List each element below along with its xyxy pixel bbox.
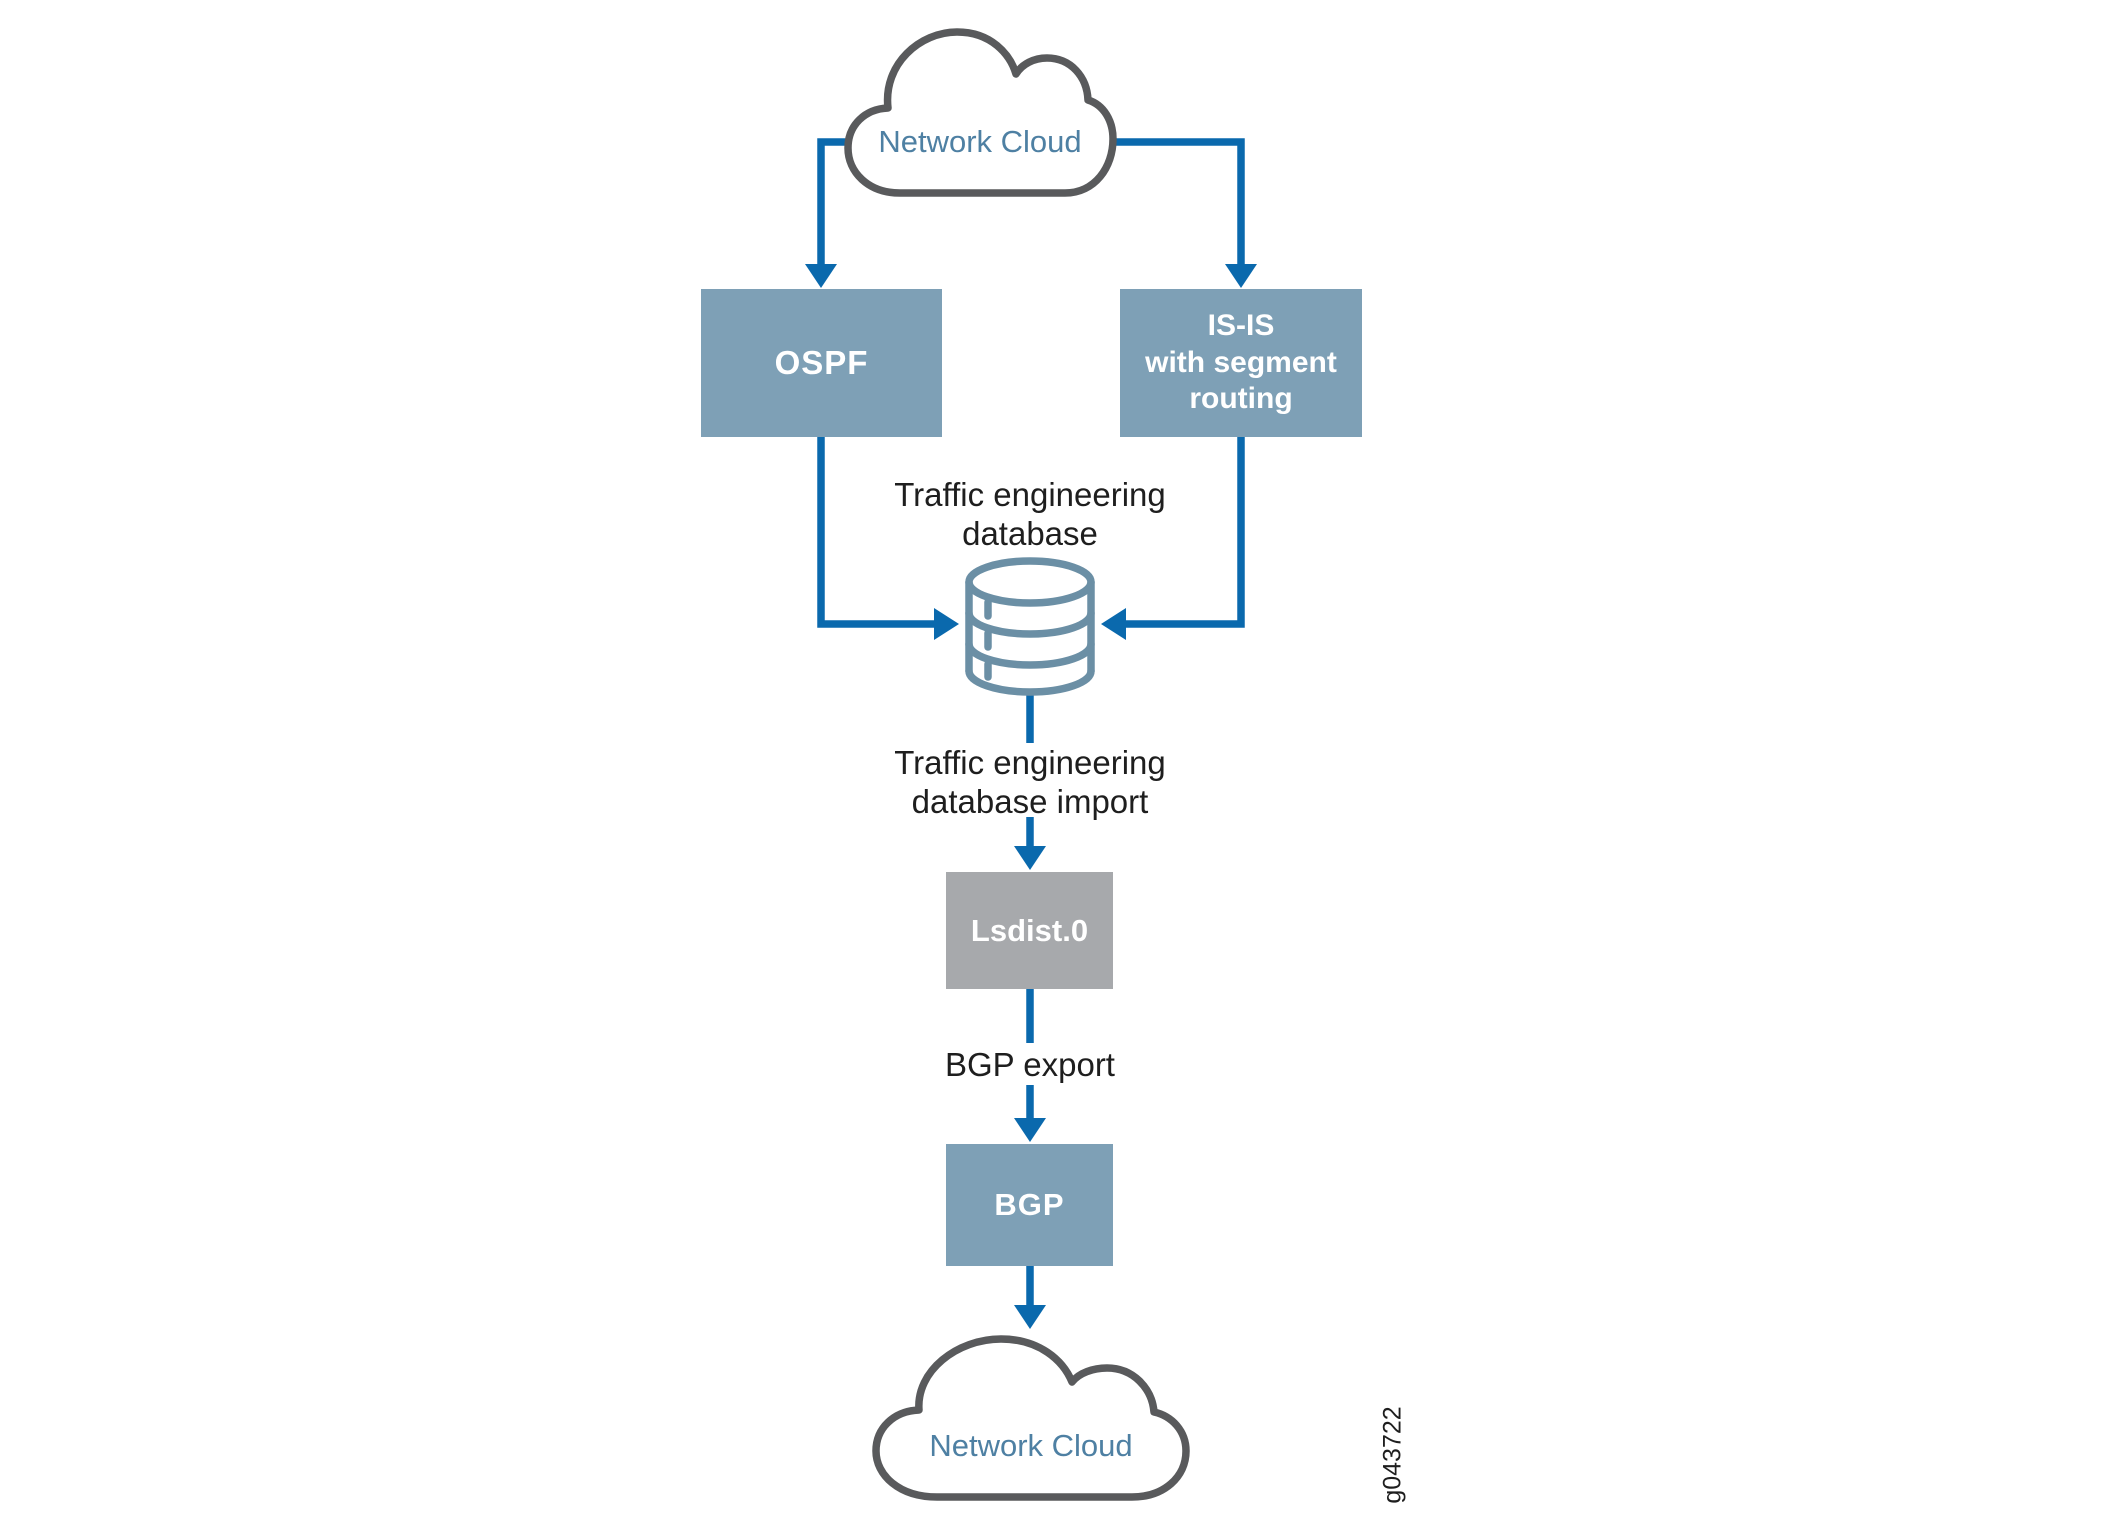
connector-isis-to-database <box>1124 437 1245 628</box>
arrowhead-to-ospf <box>805 264 837 288</box>
ted-import-label-line2: database import <box>911 782 1149 820</box>
bottom-cloud-label: Network Cloud <box>929 1428 1133 1463</box>
top-cloud-label: Network Cloud <box>878 124 1082 159</box>
bgp-export-label: BGP export <box>945 1046 1115 1083</box>
arrowhead-to-bottom-cloud <box>1014 1305 1046 1329</box>
ospf-label: OSPF <box>774 344 869 381</box>
node-ospf: OSPF <box>701 289 942 437</box>
arrowhead-to-bgp <box>1014 1118 1046 1142</box>
bgp-label: BGP <box>994 1187 1065 1222</box>
traffic-engineering-database-label: Traffic engineering database <box>860 476 1200 553</box>
isis-label-line3: routing <box>1189 382 1293 416</box>
isis-label-line1: IS-IS <box>1207 308 1275 342</box>
node-bgp: BGP <box>946 1144 1113 1266</box>
arrowhead-to-isis <box>1225 264 1257 288</box>
lsdist-label: Lsdist.0 <box>970 912 1089 948</box>
connector-ospf-to-database <box>817 437 936 628</box>
ted-import-label-line1: Traffic engineering <box>894 744 1166 781</box>
node-lsdist: Lsdist.0 <box>946 872 1113 989</box>
database-cylinder-icon <box>965 557 1095 696</box>
ted-label-line2: database <box>962 514 1098 552</box>
ted-import-label: Traffic engineering database import <box>860 744 1200 821</box>
isis-label-line2: with segment <box>1145 345 1337 379</box>
cloud-icon-top <box>844 28 1117 197</box>
arrowhead-to-database-left <box>934 608 959 640</box>
node-isis: IS-IS with segment routing <box>1120 289 1362 437</box>
ted-label-line1: Traffic engineering <box>894 476 1166 513</box>
cloud-icon-bottom <box>872 1335 1190 1501</box>
arrowhead-to-lsdist <box>1014 846 1046 870</box>
connector-cloud-to-isis <box>1090 138 1245 266</box>
figure-id: g043722 <box>1378 1406 1407 1504</box>
arrowhead-to-database-right <box>1101 608 1126 640</box>
